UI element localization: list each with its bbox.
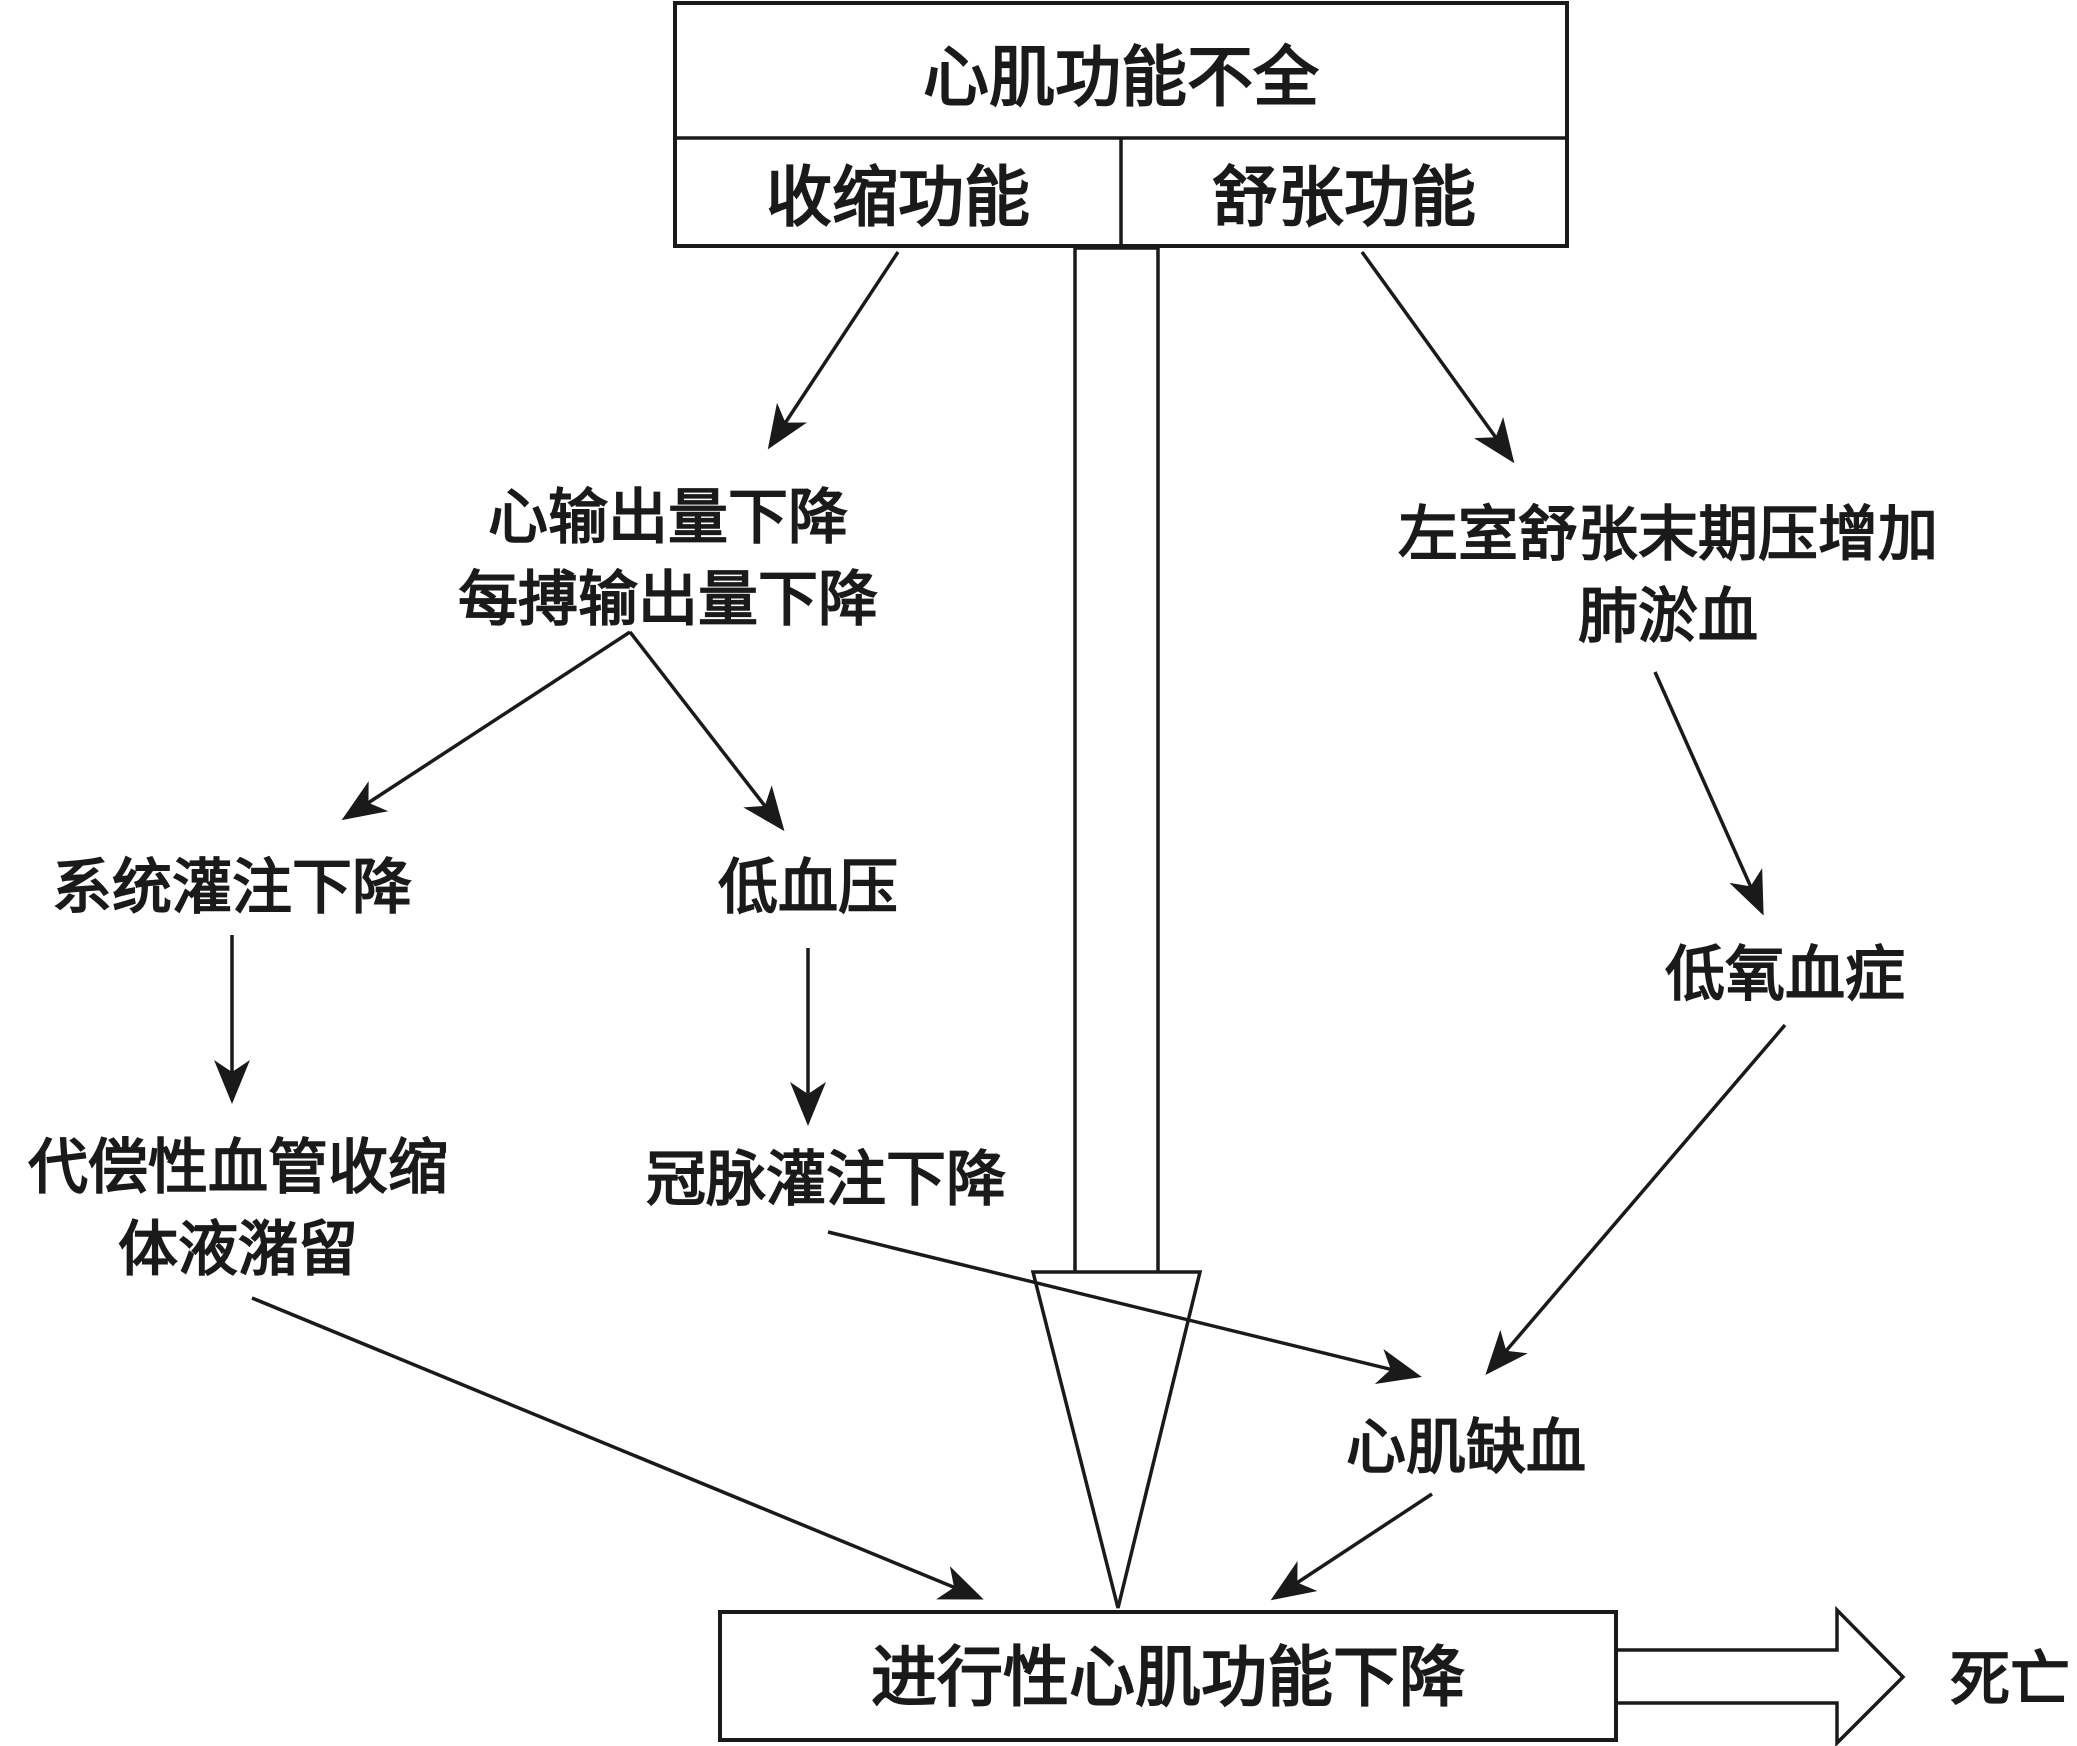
progressive-decline-label: 进行性心肌功能下降 [871, 1638, 1465, 1716]
top-box-title: 心肌功能不全 [923, 38, 1320, 116]
main-hollow-arrow [1030, 246, 1203, 1609]
hypoxemia: 低氧血症 [1665, 940, 1905, 1010]
cardiac-output-line1: 心输出量下降 [488, 483, 849, 553]
diastolic-function-label: 舒张功能 [1212, 158, 1476, 236]
arrow-systolic-to-output [767, 251, 900, 450]
bottom-box-frame [718, 1610, 1618, 1742]
systolic-function-label: 收缩功能 [766, 158, 1030, 236]
top-box: 心肌功能不全 收缩功能 舒张功能 [673, 1, 1569, 248]
compensation-line2: 体液潴留 [118, 1215, 358, 1285]
arrow-coronary-to-ischemia [827, 1230, 1422, 1385]
arrow-ischemia-to-decline [1270, 1492, 1433, 1601]
arrow-compensation-to-decline [251, 1296, 984, 1600]
coronary-perfusion: 冠脉灌注下降 [646, 1145, 1007, 1215]
compensation-line1: 代偿性血管收缩 [27, 1133, 448, 1203]
cardiac-output-line2: 每搏输出量下降 [458, 565, 879, 635]
arrow-diastolic-to-lvedp [1360, 250, 1515, 464]
arrow-output-to-perfusion [341, 630, 631, 821]
myocardial-ischemia: 心肌缺血 [1346, 1413, 1586, 1483]
lvedp-line1: 左室舒张末期压增加 [1398, 500, 1938, 570]
arrow-hypoxemia-to-ischemia [1485, 1023, 1787, 1376]
lvedp-line2: 肺淤血 [1578, 582, 1758, 652]
arrow-output-to-hypotension [628, 630, 785, 832]
hypotension: 低血压 [718, 853, 898, 923]
systemic-perfusion: 系统灌注下降 [52, 853, 413, 923]
death-hollow-arrow [1614, 1605, 1906, 1746]
death-label: 死亡 [1950, 1645, 2070, 1715]
bottom-box: 进行性心肌功能下降 [718, 1610, 1618, 1742]
arrow-lvedp-to-hypoxemia [1653, 671, 1764, 916]
